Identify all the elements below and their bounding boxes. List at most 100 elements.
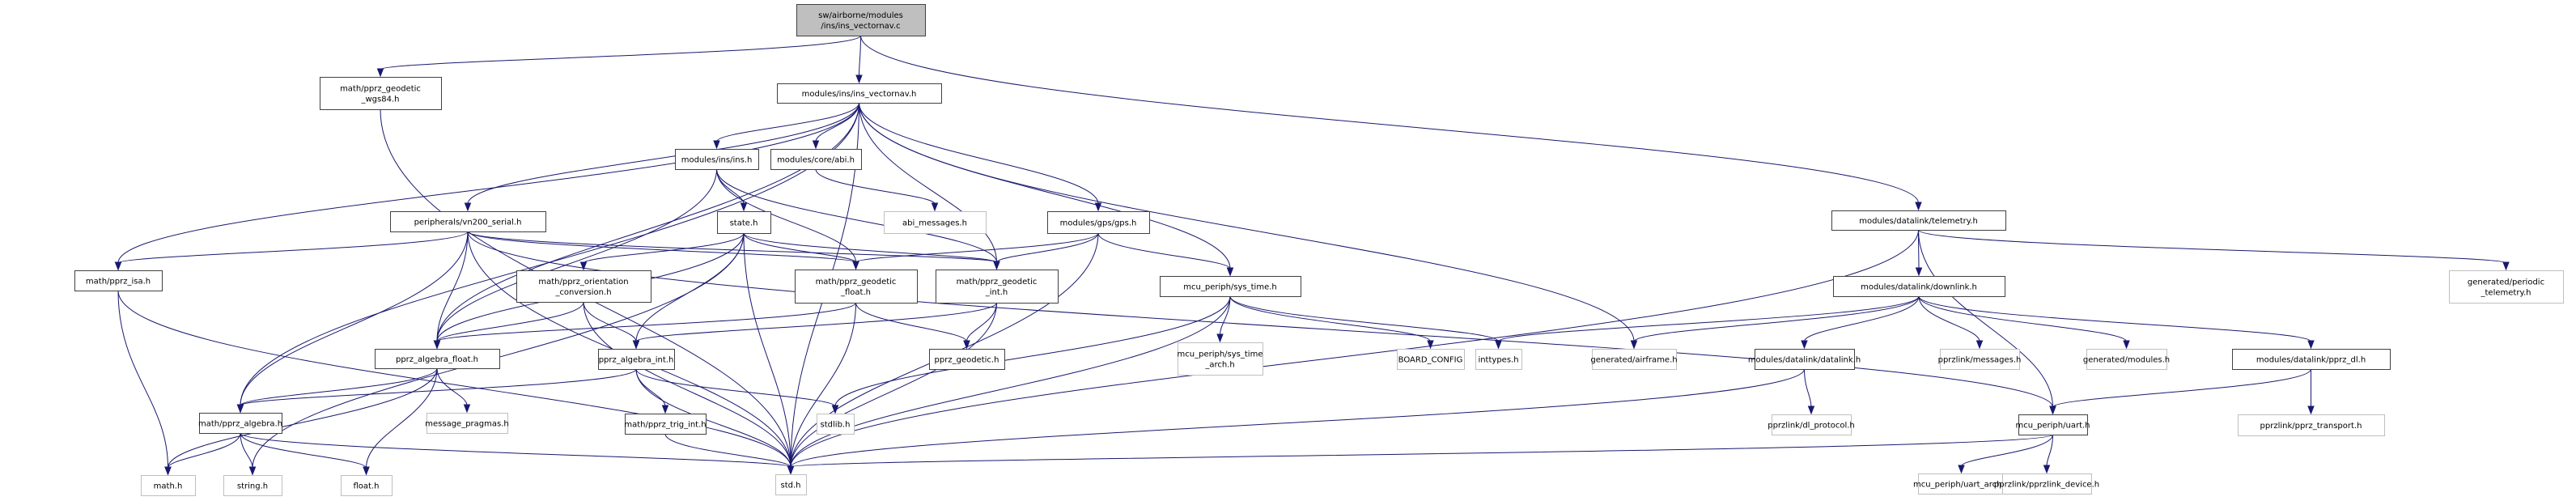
- node-box: [1047, 211, 1150, 234]
- node-root[interactable]: sw/airborne/modules/ins/ins_vectornav.c: [796, 4, 926, 36]
- arrowhead: [1975, 340, 1984, 350]
- node-box: [516, 270, 651, 303]
- node-periodic: generated/periodic _telemetry.h: [2449, 270, 2564, 304]
- node-box: [675, 149, 759, 170]
- node-ins[interactable]: modules/ins/ins.h: [675, 149, 759, 170]
- node-label: _arch.h: [1204, 361, 1234, 370]
- node-insvn[interactable]: modules/ins/ins_vectornav.h: [777, 83, 942, 104]
- edge-vn200-to-uart: [467, 231, 2056, 415]
- node-pprzdl[interactable]: modules/datalink/pprz_dl.h: [2232, 349, 2391, 370]
- node-label: sw/airborne/modules: [818, 11, 903, 20]
- node-uart[interactable]: mcu_periph/uart.h: [2015, 414, 2090, 435]
- node-label: float.h: [354, 482, 380, 491]
- node-stdlib: stdlib.h: [817, 414, 855, 435]
- node-inttypes: inttypes.h: [1475, 349, 1522, 370]
- edge-algebra-to-std: [240, 432, 795, 475]
- node-algfloat[interactable]: pprz_algebra_float.h: [375, 349, 500, 369]
- node-airframe: generated/airframe.h: [1590, 349, 1678, 370]
- node-box: [1831, 210, 2006, 231]
- node-float: float.h: [341, 475, 393, 496]
- node-box: [929, 349, 1005, 370]
- node-trigint[interactable]: math/pprz_trig_int.h: [624, 414, 707, 435]
- arrowhead: [2043, 465, 2051, 474]
- node-datalink[interactable]: modules/datalink/datalink.h: [1748, 349, 1861, 370]
- node-downlink[interactable]: modules/datalink/downlink.h: [1833, 276, 2005, 297]
- edge-root-to-telemetry: [860, 35, 1922, 211]
- node-label: modules/datalink/pprz_dl.h: [2256, 356, 2366, 365]
- edge-state-to-orient: [579, 232, 745, 271]
- edge-downlink-to-genmodules: [1918, 295, 2130, 350]
- edge-systime-to-stdlib: [831, 295, 1231, 414]
- node-box: [717, 211, 771, 234]
- arrowhead: [248, 466, 257, 476]
- node-box: [936, 270, 1059, 304]
- arrowhead: [463, 404, 471, 414]
- node-box: [1592, 349, 1677, 370]
- node-label: /ins/ins_vectornav.c: [821, 22, 900, 31]
- node-geodetic[interactable]: pprz_geodetic.h: [929, 349, 1005, 370]
- edge-gps-to-geofloat: [852, 232, 1099, 270]
- node-label: pprzlink/messages.h: [1938, 356, 2022, 365]
- node-box: [796, 4, 926, 36]
- node-geofloat[interactable]: math/pprz_geodetic_float.h: [795, 270, 918, 304]
- node-gps[interactable]: modules/gps/gps.h: [1047, 211, 1150, 234]
- node-box: [1178, 342, 1263, 376]
- node-label: pprz_algebra_int.h: [599, 356, 674, 365]
- node-box: [1772, 414, 1852, 435]
- node-wgs84[interactable]: math/pprz_geodetic_wgs84.h: [320, 77, 442, 110]
- node-box: [141, 475, 196, 496]
- arrowhead: [661, 405, 669, 414]
- node-box: [598, 349, 675, 370]
- node-telemetry[interactable]: modules/datalink/telemetry.h: [1831, 210, 2006, 231]
- node-label: math.h: [154, 482, 183, 491]
- node-label: modules/gps/gps.h: [1060, 219, 1137, 228]
- node-systime[interactable]: mcu_periph/sys_time.h: [1160, 276, 1301, 297]
- node-label: peripherals/vn200_serial.h: [414, 219, 522, 227]
- node-label: generated/periodic: [2468, 278, 2544, 287]
- edge-downlink-to-messages: [1918, 295, 1984, 350]
- arrowhead: [376, 68, 384, 78]
- node-box: [2018, 414, 2088, 435]
- node-label: mcu_periph/sys_time: [1178, 350, 1263, 359]
- arrowhead: [1216, 333, 1224, 343]
- node-orient[interactable]: math/pprz_orientation_conversion.h: [516, 270, 651, 303]
- node-std: std.h: [775, 474, 807, 495]
- node-vn200[interactable]: peripherals/vn200_serial.h: [390, 211, 546, 232]
- node-label: math/pprz_isa.h: [86, 278, 151, 287]
- arrowhead: [1226, 267, 1234, 277]
- node-label: _wgs84.h: [361, 96, 400, 104]
- node-label: pprzlink/pprz_transport.h: [2260, 422, 2362, 431]
- node-state[interactable]: state.h: [717, 211, 771, 234]
- node-isa[interactable]: math/pprz_isa.h: [74, 270, 163, 291]
- arrowhead: [1094, 202, 1102, 212]
- node-label: _telemetry.h: [2481, 289, 2531, 298]
- node-device: pprzlink/pprzlink_device.h: [1994, 473, 2099, 495]
- arrowhead: [433, 340, 441, 350]
- edge-systime-to-inttypes: [1229, 295, 1502, 350]
- arrowhead: [1958, 465, 1965, 474]
- arrowhead: [2502, 261, 2510, 271]
- node-systimearch: mcu_periph/sys_time _arch.h: [1178, 342, 1263, 376]
- edge-downlink-to-datalink: [1801, 295, 1920, 350]
- edge-state-to-geoint: [743, 232, 1000, 270]
- edge-datalink-to-dlprotocol: [1804, 368, 1815, 415]
- edge-insvn-to-vn200: [464, 102, 859, 212]
- node-label: generated/airframe.h: [1590, 356, 1677, 365]
- edge-insvn-to-abi: [812, 102, 859, 150]
- node-abi[interactable]: modules/core/abi.h: [770, 149, 862, 170]
- node-box: [375, 349, 500, 369]
- node-box: [2002, 473, 2092, 495]
- node-algint[interactable]: pprz_algebra_int.h: [598, 349, 675, 370]
- node-label: math/pprz_orientation: [538, 278, 628, 287]
- node-box: [884, 211, 987, 234]
- node-label: math/pprz_geodetic: [957, 278, 1038, 287]
- arrowhead: [1801, 340, 1808, 350]
- edge-vn200-to-isa: [114, 231, 469, 271]
- node-algebra[interactable]: math/pprz_algebra.h: [198, 413, 282, 434]
- node-label: _conversion.h: [554, 288, 611, 297]
- edge-downlink-to-airframe: [1630, 295, 1920, 350]
- arrowhead: [1495, 340, 1502, 350]
- edge-geofloat-to-algfloat: [433, 302, 856, 350]
- node-geoint[interactable]: math/pprz_geodetic_int.h: [936, 270, 1059, 304]
